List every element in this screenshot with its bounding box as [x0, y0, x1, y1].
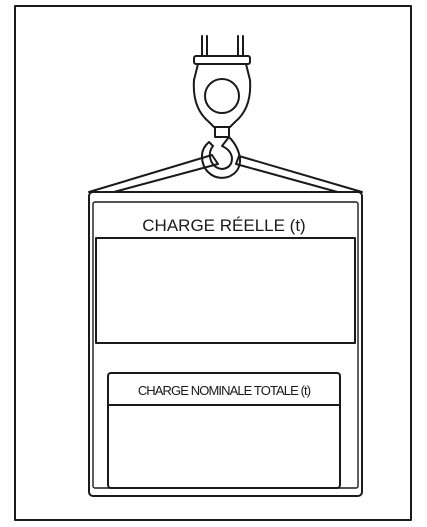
load-display-panel: CHARGE RÉELLE (t) CHARGE NOMINALE TOTALE… — [89, 192, 362, 496]
actual-load-label: CHARGE RÉELLE (t) — [142, 216, 305, 235]
total-rated-load-label: CHARGE NOMINALE TOTALE (t) — [138, 383, 311, 398]
